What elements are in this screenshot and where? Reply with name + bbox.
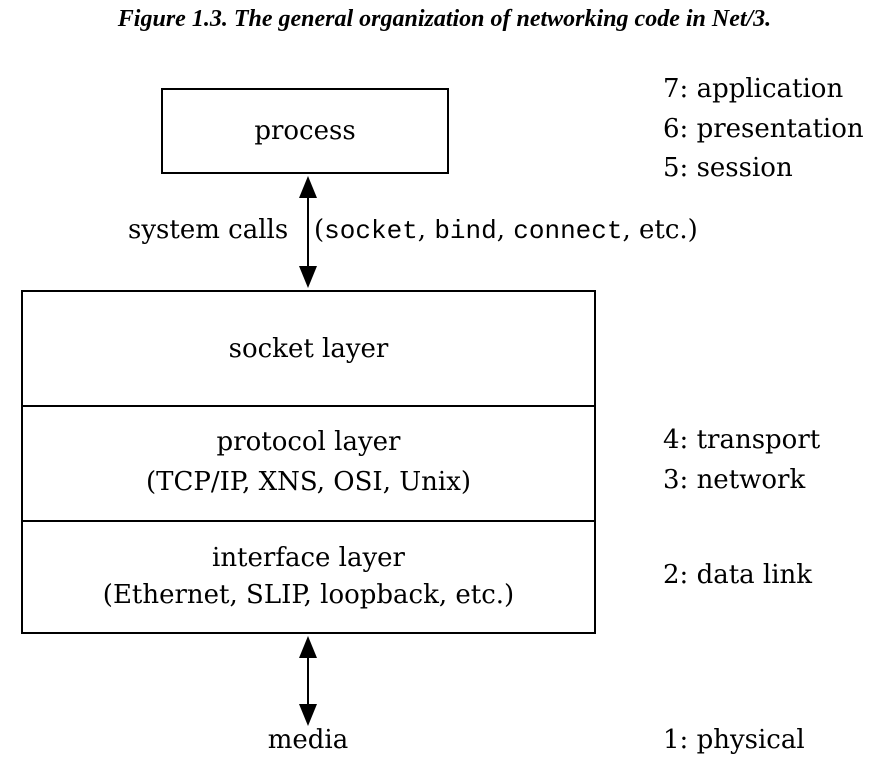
- osi-layer-4: 4: transport: [663, 425, 821, 455]
- osi-layer-7: 7: application: [663, 74, 844, 104]
- osi-layer-2: 2: data link: [663, 560, 813, 590]
- socket-protocol-divider: [23, 405, 594, 407]
- syscall-double-arrow: [299, 176, 317, 288]
- comma-2: ,: [496, 215, 514, 245]
- osi-layer-5: 5: session: [663, 153, 793, 183]
- media-label: media: [267, 725, 349, 755]
- socket-call: socket: [324, 216, 418, 246]
- bind-call: bind: [434, 216, 497, 246]
- paren-open: (: [314, 215, 325, 245]
- connect-call: connect: [513, 216, 623, 246]
- osi-layer-1: 1: physical: [663, 725, 805, 755]
- interface-layer-title: interface layer: [212, 543, 405, 573]
- protocol-layer-title: protocol layer: [216, 427, 401, 457]
- socket-layer-label: socket layer: [228, 334, 389, 364]
- protocol-interface-divider: [23, 520, 594, 522]
- system-calls-list: (socket, bind, connect, etc.): [314, 217, 698, 244]
- osi-layer-3: 3: network: [663, 465, 806, 495]
- media-double-arrow: [299, 636, 317, 726]
- figure-caption: Figure 1.3. The general organization of …: [117, 6, 772, 32]
- kernel-layers-box: socket layer protocol layer (TCP/IP, XNS…: [21, 290, 596, 634]
- etc-tail: , etc.): [622, 215, 698, 245]
- process-label: process: [254, 116, 356, 146]
- interface-layer-subtitle: (Ethernet, SLIP, loopback, etc.): [102, 580, 515, 610]
- protocol-layer-subtitle: (TCP/IP, XNS, OSI, Unix): [145, 467, 472, 497]
- system-calls-label: system calls: [128, 215, 289, 245]
- comma-1: ,: [417, 215, 435, 245]
- osi-layer-6: 6: presentation: [663, 114, 864, 144]
- process-box: process: [161, 88, 449, 174]
